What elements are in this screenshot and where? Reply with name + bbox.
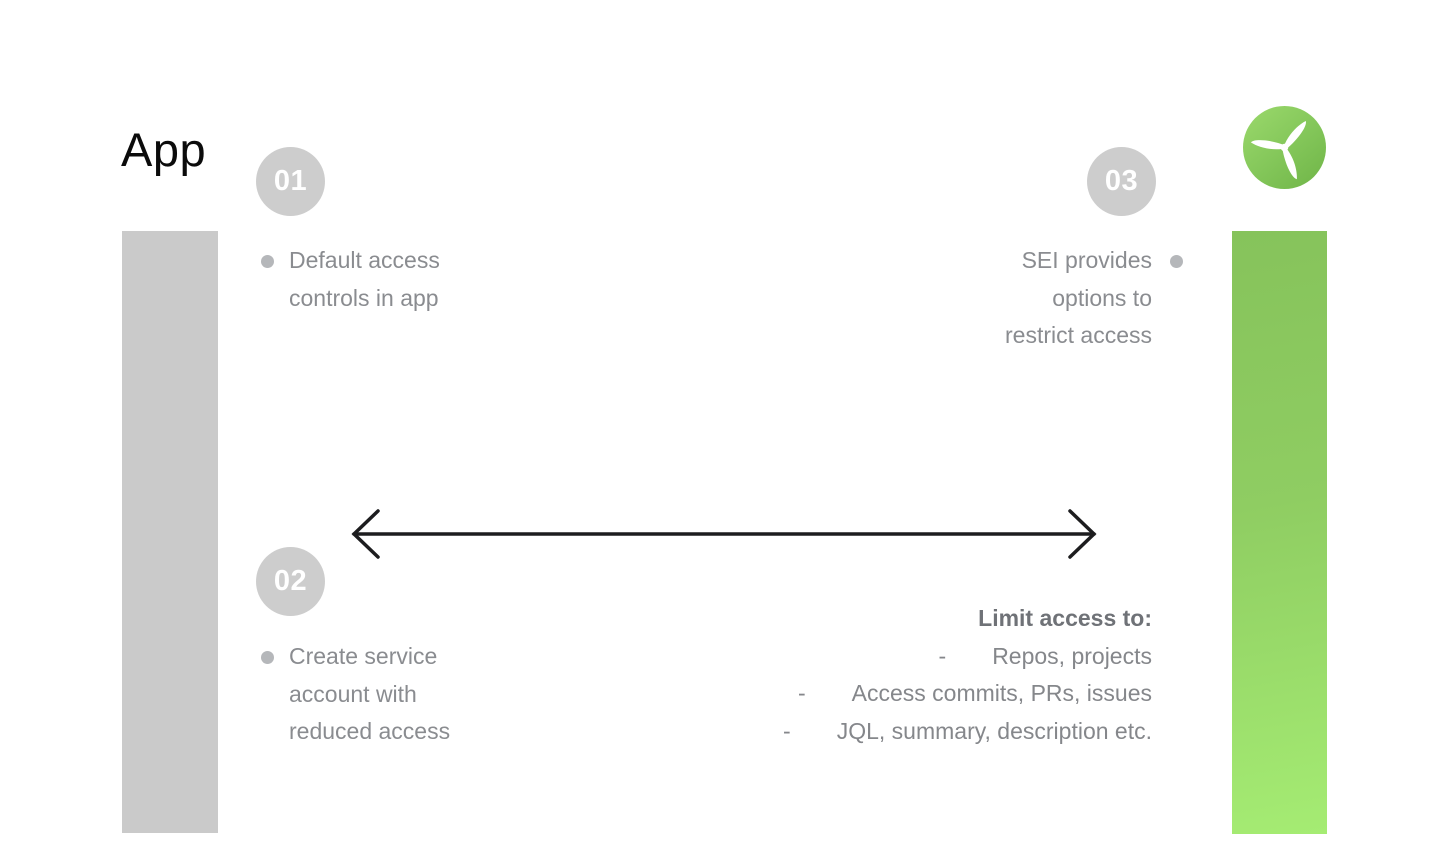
list-item-text: Access commits, PRs, issues bbox=[851, 680, 1152, 706]
list-item-text: JQL, summary, description etc. bbox=[836, 717, 1152, 744]
propeller-logo-icon bbox=[1243, 106, 1326, 189]
step-text-line: Create service bbox=[289, 643, 438, 669]
sei-column-bar bbox=[1232, 231, 1327, 834]
step-number: 01 bbox=[273, 165, 308, 197]
list-item: - Access commits, PRs, issues bbox=[783, 675, 1152, 713]
step-badge-01: 01 bbox=[256, 147, 325, 216]
step-text-line: Default access bbox=[289, 247, 440, 273]
limit-access-heading: Limit access to: bbox=[978, 605, 1152, 631]
double-arrow-icon bbox=[348, 508, 1100, 560]
step-text-sei-restrict: SEI provides options to restrict access bbox=[1005, 242, 1152, 355]
page-title: App bbox=[121, 123, 207, 176]
step-number: 02 bbox=[273, 565, 308, 597]
list-item: - Repos, projects bbox=[783, 638, 1152, 676]
step-badge-03: 03 bbox=[1087, 147, 1156, 216]
step-text-line: reduced access bbox=[289, 718, 451, 744]
step-text-line: account with bbox=[289, 680, 417, 707]
step-badge-02: 02 bbox=[256, 547, 325, 616]
bullet-dot-icon bbox=[261, 651, 274, 664]
step-text-line: controls in app bbox=[289, 284, 439, 311]
dash-bullet: - bbox=[783, 717, 791, 744]
step-number: 03 bbox=[1104, 165, 1139, 197]
list-item: - JQL, summary, description etc. bbox=[783, 713, 1152, 751]
app-column-bar bbox=[122, 231, 218, 833]
list-item-text: Repos, projects bbox=[992, 642, 1152, 669]
bullet-dot-icon bbox=[261, 255, 274, 268]
dash-bullet: - bbox=[797, 680, 806, 706]
dash-bullet: - bbox=[938, 642, 947, 669]
step-text-line: restrict access bbox=[1005, 322, 1152, 348]
step-text-line: SEI provides bbox=[1021, 247, 1152, 273]
bullet-dot-icon bbox=[1170, 255, 1183, 268]
step-text-service-account: Create service account with reduced acce… bbox=[289, 638, 450, 751]
limit-access-list: Limit access to: - Repos, projects - Acc… bbox=[783, 600, 1152, 750]
step-text-default-access: Default access controls in app bbox=[289, 242, 440, 317]
step-text-line: options to bbox=[1052, 284, 1152, 311]
